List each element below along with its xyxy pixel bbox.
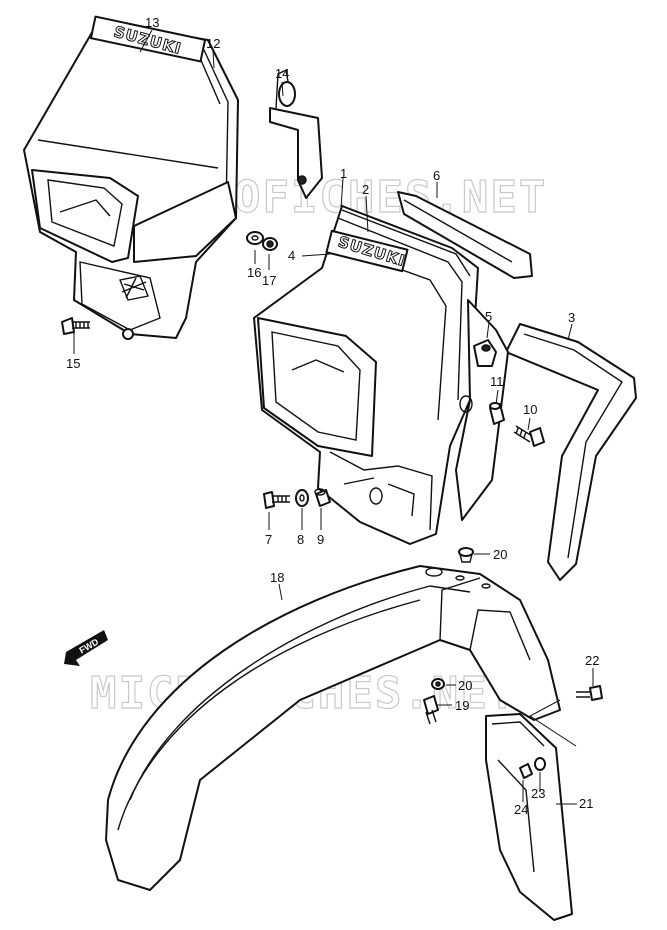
grommet-5 <box>473 339 497 367</box>
callout-1: 1 <box>340 166 347 181</box>
front-fender-18 <box>105 565 561 891</box>
washer-8 <box>295 489 309 507</box>
rivet-20-upper <box>458 547 474 563</box>
callout-13: 13 <box>145 15 159 30</box>
screw-7 <box>263 491 290 509</box>
callout-20-lower: 20 <box>458 678 472 693</box>
washer-16 <box>246 231 264 245</box>
side-plate-3 <box>505 323 637 581</box>
nut-24 <box>519 763 533 779</box>
bolt-19 <box>423 695 439 725</box>
callout-23: 23 <box>531 786 545 801</box>
headlight-cover-upper: SUZUKI <box>23 15 239 340</box>
screw-15 <box>61 317 90 335</box>
headlight-housing-main: SUZUKI <box>253 205 479 545</box>
leader-lines <box>73 29 594 805</box>
bolt-22 <box>576 685 603 701</box>
nut-23 <box>534 757 546 771</box>
spacer-9 <box>314 488 331 507</box>
callout-5: 5 <box>485 309 492 324</box>
strip-6 <box>397 191 533 279</box>
callout-18: 18 <box>270 570 284 585</box>
callouts: 13 12 14 1 2 6 4 16 17 15 5 3 11 10 7 8 … <box>66 15 599 817</box>
bolt-10 <box>513 425 545 447</box>
callout-15: 15 <box>66 356 80 371</box>
callout-10: 10 <box>523 402 537 417</box>
collar-11 <box>489 402 505 425</box>
callout-3: 3 <box>568 310 575 325</box>
callout-11: 11 <box>490 374 504 389</box>
callout-19: 19 <box>455 698 469 713</box>
nut-17 <box>262 237 278 251</box>
callout-12: 12 <box>206 36 220 51</box>
fwd-arrow-icon: FWD <box>64 630 108 666</box>
callout-7: 7 <box>265 532 272 547</box>
callout-24: 24 <box>514 802 528 817</box>
bracket-14 <box>269 68 323 199</box>
callout-14: 14 <box>275 66 289 81</box>
callout-4: 4 <box>288 248 295 263</box>
callout-9: 9 <box>317 532 324 547</box>
mud-flap-21 <box>485 713 573 921</box>
callout-22: 22 <box>585 653 599 668</box>
callout-21: 21 <box>579 796 593 811</box>
callout-17: 17 <box>262 273 276 288</box>
rivet-20-lower <box>431 678 445 690</box>
callout-8: 8 <box>297 532 304 547</box>
callout-16: 16 <box>247 265 261 280</box>
callout-2: 2 <box>362 182 369 197</box>
callout-6: 6 <box>433 168 440 183</box>
callout-20-upper: 20 <box>493 547 507 562</box>
